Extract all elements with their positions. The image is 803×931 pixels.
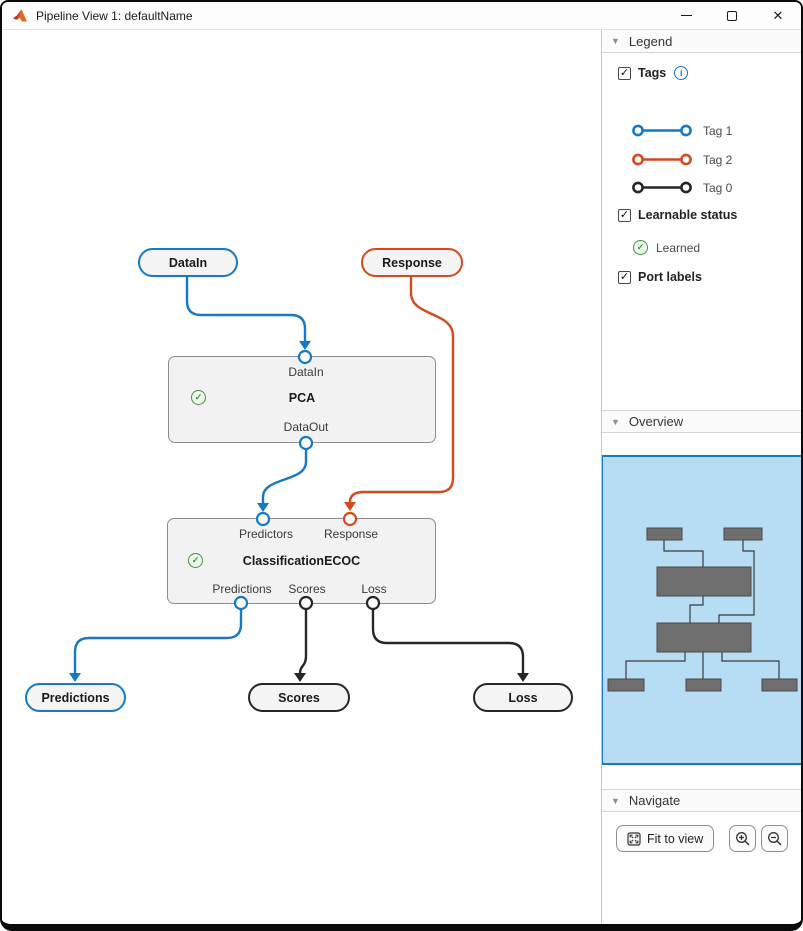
ecoc-title: ClassificationECOC [242, 554, 361, 568]
tag2-label: Tag 2 [703, 152, 733, 167]
legend-tag1-row: Tag 1 [630, 123, 732, 138]
tags-label: Tags [638, 66, 667, 80]
side-panel: ▼ Legend ✓ Tags i Tag 1 [602, 30, 801, 924]
learnable-status-label: Learnable status [638, 208, 738, 222]
navigate-section-header[interactable]: ▼ Navigate [602, 789, 801, 812]
node-loss-label: Loss [508, 690, 538, 705]
zoom-in-icon [735, 831, 750, 846]
tags-checkbox-row: ✓ Tags i [618, 66, 689, 80]
zoom-in-button[interactable] [729, 825, 756, 852]
minimap-graph [607, 527, 798, 692]
legend-header-title: Legend [628, 33, 673, 49]
info-icon[interactable]: i [674, 66, 689, 80]
pca-learned-status-icon: ✓ [191, 390, 206, 405]
learned-check-icon: ✓ [633, 240, 648, 255]
learned-row: ✓ Learned [633, 240, 700, 255]
node-scores[interactable]: Scores [248, 683, 350, 712]
port-labels-row: ✓ Port labels [618, 270, 702, 284]
node-predictions[interactable]: Predictions [25, 683, 126, 712]
tag0-label: Tag 0 [703, 180, 733, 195]
ecoc-port-response-label: Response [323, 527, 379, 541]
fit-to-view-button[interactable]: Fit to view [616, 825, 715, 852]
ecoc-port-loss-label: Loss [361, 582, 387, 596]
zoom-out-icon [767, 831, 782, 846]
fit-to-view-label: Fit to view [647, 831, 704, 846]
maximize-icon [727, 10, 737, 21]
learnable-status-checkbox[interactable]: ✓ [618, 208, 631, 222]
overview-body [602, 433, 801, 765]
minimize-icon [680, 15, 692, 16]
fit-to-view-icon [627, 831, 641, 846]
pca-port-dataout-label: DataOut [283, 420, 329, 434]
node-response[interactable]: Response [361, 248, 463, 277]
close-icon: ✕ [772, 8, 784, 23]
pca-title: PCA [288, 391, 316, 405]
learnable-status-row: ✓ Learnable status [618, 208, 737, 222]
node-datain[interactable]: DataIn [138, 248, 238, 277]
legend-tag2-row: Tag 2 [630, 152, 732, 167]
node-datain-label: DataIn [168, 255, 208, 270]
legend-tag0-row: Tag 0 [630, 180, 732, 195]
node-pca[interactable]: DataIn ✓ PCA DataOut [168, 356, 436, 443]
port-labels-checkbox[interactable]: ✓ [618, 270, 631, 284]
navigate-body: Fit to view [602, 812, 801, 852]
port-labels-label: Port labels [638, 270, 702, 284]
ecoc-port-scores-label: Scores [288, 582, 326, 596]
node-classificationecoc[interactable]: Predictors Response ✓ ClassificationECOC… [167, 518, 436, 604]
close-button[interactable]: ✕ [755, 2, 801, 29]
node-loss[interactable]: Loss [473, 683, 573, 712]
node-scores-label: Scores [278, 690, 320, 705]
pipeline-canvas[interactable]: DataIn Response DataIn ✓ PCA DataOut Pre… [2, 30, 602, 924]
window-title: Pipeline View 1: defaultName [36, 8, 193, 23]
tag1-label: Tag 1 [703, 123, 733, 138]
node-response-label: Response [382, 255, 442, 270]
collapse-arrow-icon: ▼ [611, 795, 620, 806]
maximize-button[interactable] [709, 2, 755, 29]
minimize-button[interactable] [663, 2, 709, 29]
tag2-line-icon [632, 153, 692, 166]
tag0-line-icon [632, 181, 692, 194]
pipeline-edges [69, 275, 529, 682]
matlab-logo-icon [13, 9, 27, 21]
ecoc-port-predictors-label: Predictors [238, 527, 294, 541]
tags-checkbox[interactable]: ✓ [618, 66, 631, 80]
title-bar[interactable]: Pipeline View 1: defaultName ✕ [2, 2, 801, 30]
zoom-out-button[interactable] [761, 825, 788, 852]
legend-section-header[interactable]: ▼ Legend [602, 30, 801, 53]
overview-minimap-viewport[interactable] [602, 455, 801, 765]
navigate-header-title: Navigate [628, 793, 681, 808]
ecoc-port-predictions-label: Predictions [212, 582, 272, 596]
overview-header-title: Overview [628, 414, 684, 429]
legend-body: ✓ Tags i Tag 1 [602, 53, 801, 410]
collapse-arrow-icon: ▼ [611, 416, 620, 427]
overview-section-header[interactable]: ▼ Overview [602, 410, 801, 433]
tag1-line-icon [632, 124, 692, 137]
collapse-arrow-icon: ▼ [611, 36, 620, 46]
ecoc-learned-status-icon: ✓ [188, 553, 203, 568]
learned-label: Learned [656, 240, 701, 255]
node-predictions-label: Predictions [41, 690, 110, 705]
pca-port-datain-label: DataIn [288, 365, 324, 379]
